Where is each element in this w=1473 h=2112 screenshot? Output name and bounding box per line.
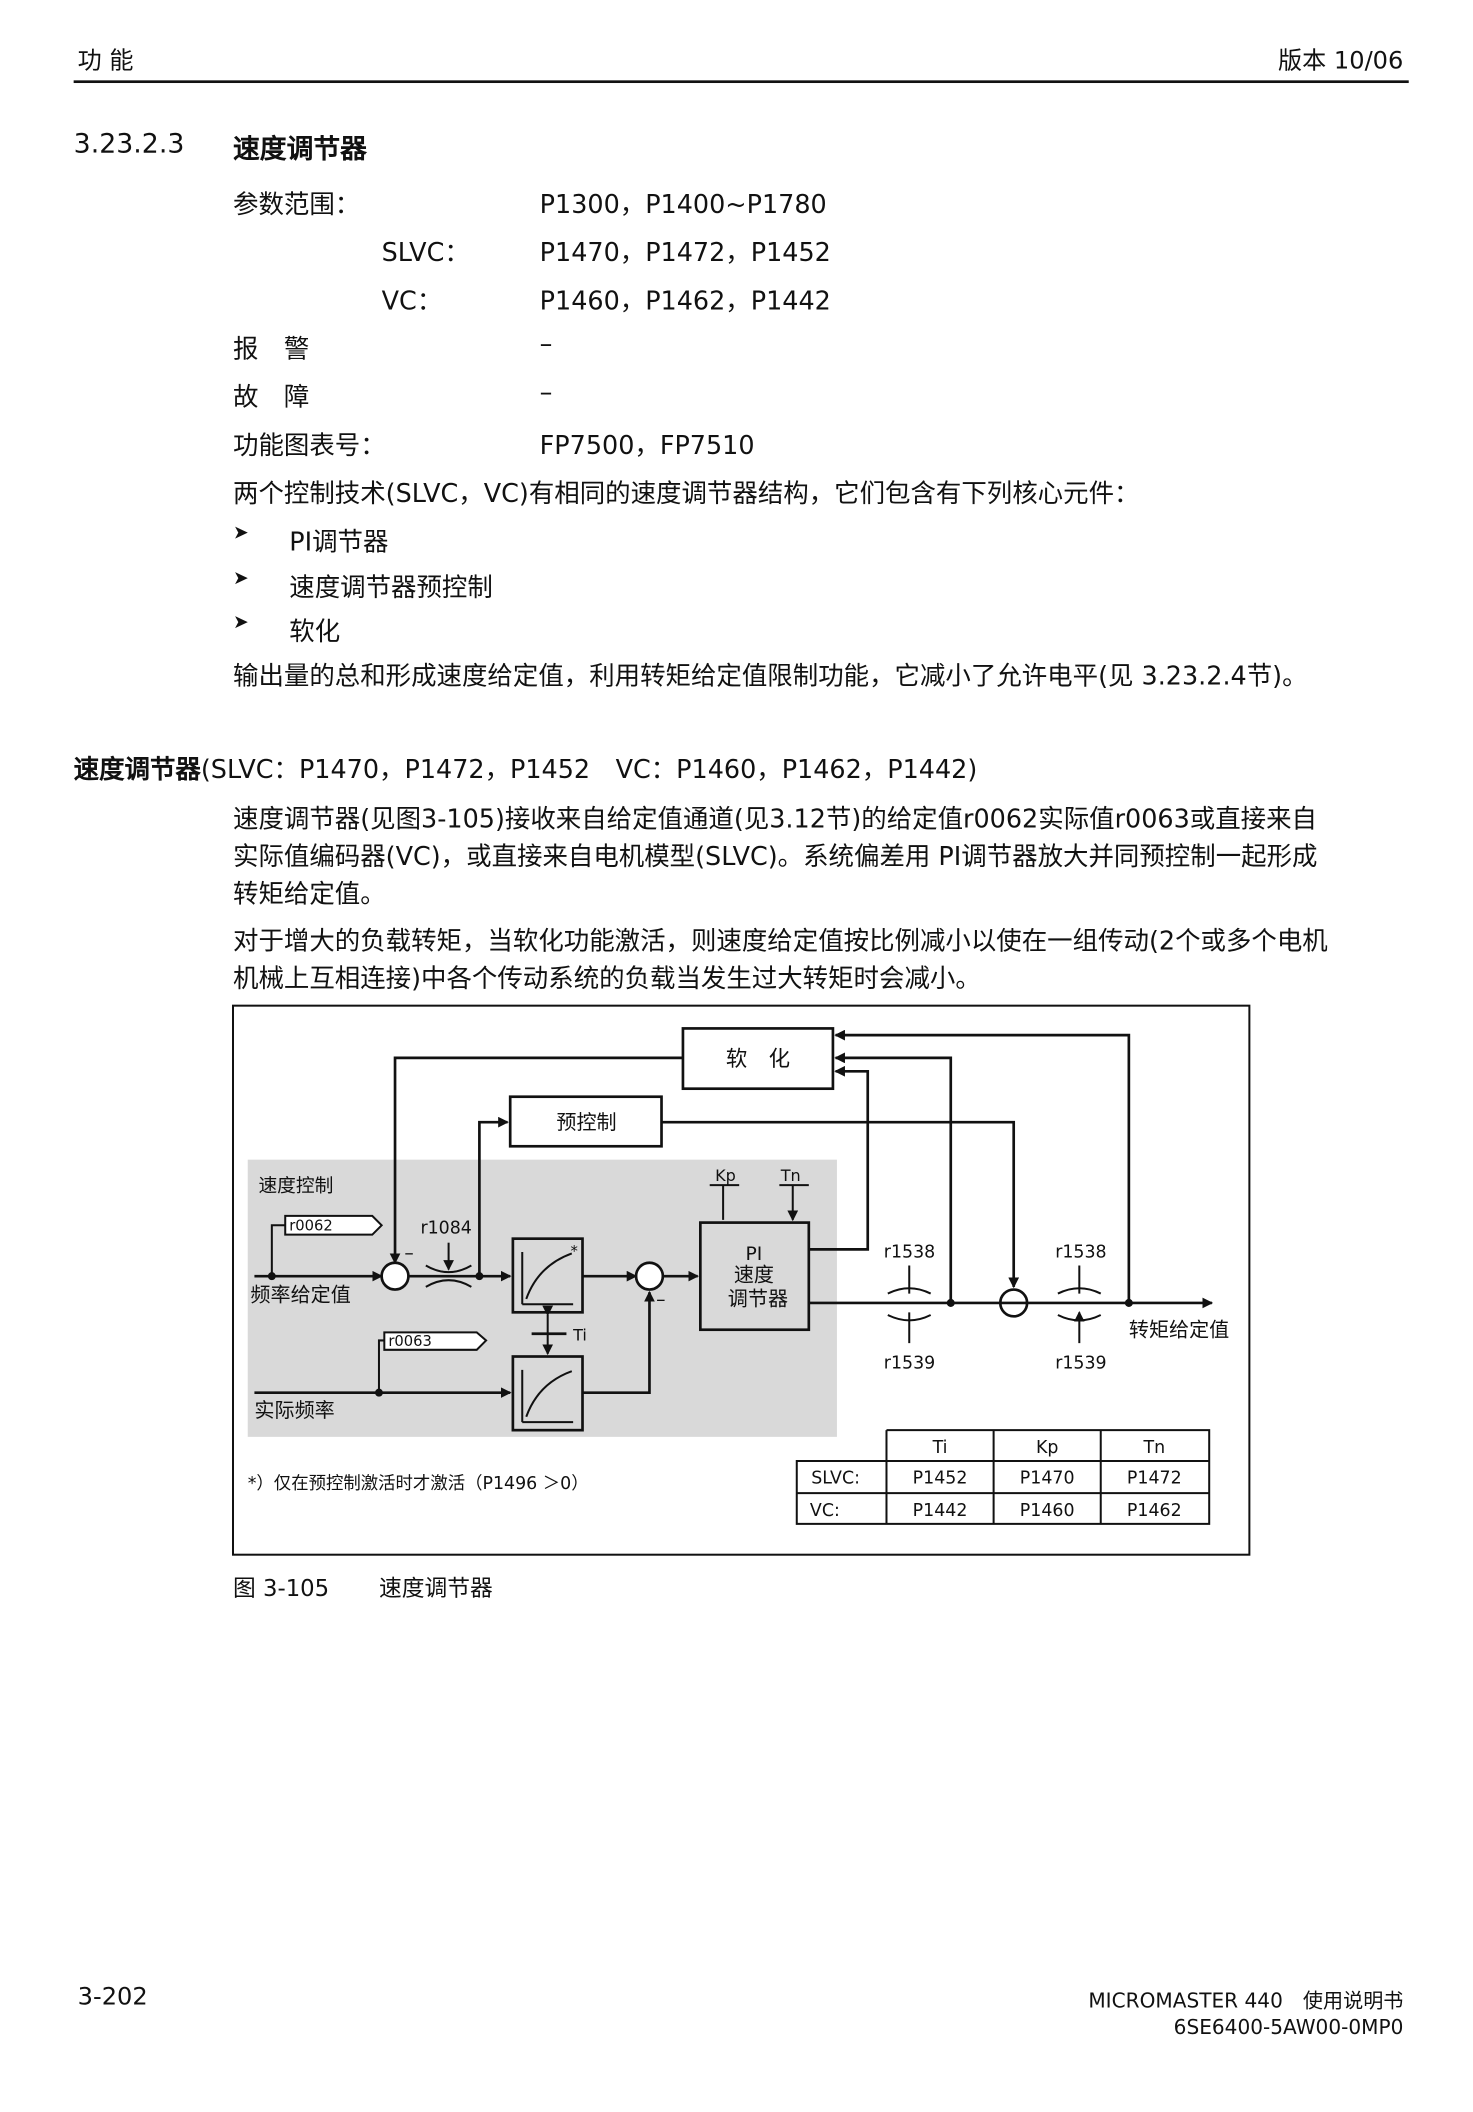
param-label: SLVC：	[381, 238, 470, 268]
subheading: 速度调节器(SLVC：P1470，P1472，P1452 VC：P1460，P1…	[74, 750, 978, 786]
freq-setpoint-label: 频率给定值	[250, 1283, 350, 1307]
minus-sign: –	[656, 1290, 665, 1311]
droop-label: 软 化	[726, 1047, 790, 1072]
figure-frame	[231, 1004, 1251, 1556]
arrowhead-bullet-icon: ➤	[233, 567, 249, 590]
speed-control-label: 速度控制	[258, 1176, 333, 1197]
precontrol-box	[508, 1095, 663, 1148]
paragraph-line: 速度调节器(见图3-105)接收来自给定值通道(见3.12节)的给定值r0062…	[233, 804, 1318, 835]
section-number: 3.23.2.3	[73, 127, 185, 160]
table-cell: SLVC:	[811, 1469, 860, 1489]
figure-number: 图 3-105	[233, 1576, 330, 1603]
subheading-rest: (SLVC：P1470，P1472，P1452 VC：P1460，P1462，P…	[200, 755, 978, 785]
r1538-label: r1538	[1055, 1242, 1106, 1262]
parameter-table	[795, 1429, 1211, 1525]
r0062-tag	[284, 1214, 384, 1236]
ti-label: Ti	[572, 1325, 587, 1344]
torque-setpoint-label: 转矩给定值	[1129, 1317, 1229, 1341]
table-cell: P1470	[1020, 1469, 1075, 1489]
bullet-item: PI调节器	[289, 527, 389, 558]
r1084-label: r1084	[420, 1218, 471, 1238]
arrowhead-bullet-icon: ➤	[233, 611, 249, 634]
star-mark: *	[570, 1243, 577, 1260]
r1539-label: r1539	[1055, 1354, 1106, 1374]
table-cell: P1472	[1127, 1469, 1182, 1489]
paragraph-line: 机械上互相连接)中各个传动系统的负载当发生过大转矩时会减小。	[233, 964, 981, 994]
minus-sign: –	[404, 1243, 413, 1264]
droop-box	[681, 1027, 835, 1091]
arrowhead-bullet-icon: ➤	[233, 522, 249, 544]
bullet-item: 软化	[289, 617, 341, 647]
table-header: Ti	[932, 1438, 948, 1458]
param-value: P1300，P1400~P1780	[539, 190, 827, 220]
param-label: VC：	[381, 286, 443, 317]
header-right: 版本 10/06	[1278, 46, 1404, 75]
table-cell: VC:	[810, 1501, 840, 1521]
table-header: Kp	[1036, 1438, 1058, 1458]
pi-label-3: 调节器	[728, 1287, 788, 1311]
r0063-tag	[383, 1331, 488, 1351]
page-number: 3-202	[77, 1983, 148, 2012]
r0062-label: r0062	[289, 1218, 333, 1235]
param-value: P1470，P1472，P1452	[539, 238, 831, 268]
param-label: 功能图表号：	[233, 431, 386, 461]
intro-text: 两个控制技术(SLVC，VC)有相同的速度调节器结构，它们包含有下列核心元件：	[233, 479, 1140, 509]
pi-label-1: PI	[745, 1244, 762, 1265]
table-cell: P1462	[1127, 1501, 1182, 1521]
summary-text: 输出量的总和形成速度给定值，利用转矩给定值限制功能，它减小了允许电平(见 3.2…	[233, 661, 1308, 691]
param-value: –	[539, 377, 553, 408]
section-title: 速度调节器	[233, 132, 367, 165]
pi-label-2: 速度	[734, 1263, 774, 1287]
header-rule	[73, 80, 1409, 84]
param-value: –	[539, 329, 553, 359]
ramp-box-2	[511, 1355, 584, 1432]
table-header: Tn	[1142, 1438, 1165, 1458]
param-value: FP7500，FP7510	[539, 431, 755, 461]
paragraph-line: 实际值编码器(VC)，或直接来自电机模型(SLVC)。系统偏差用 PI调节器放大…	[233, 842, 1318, 872]
param-label: 报 警	[233, 334, 310, 365]
footnote: *）仅在预控制激活时才激活（P1496 ＞0）	[248, 1474, 589, 1494]
paragraph-line: 转矩给定值。	[233, 879, 386, 910]
footer-product: MICROMASTER 440 使用说明书	[1088, 1988, 1404, 2013]
sum-junction-1	[380, 1261, 410, 1291]
paragraph-line: 对于增大的负载转矩，当软化功能激活，则速度给定值按比例减小以使在一组传动(2个或…	[233, 926, 1328, 957]
param-label: 故 障	[233, 382, 310, 413]
precontrol-label: 预控制	[556, 1110, 616, 1134]
r1538-label: r1538	[884, 1242, 935, 1262]
kp-label: Kp	[715, 1166, 736, 1185]
header-left: 功 能	[77, 46, 134, 75]
figure-title: 速度调节器	[378, 1576, 493, 1603]
table-cell: P1442	[913, 1501, 968, 1521]
r1539-label: r1539	[884, 1354, 935, 1374]
subheading-bold: 速度调节器	[73, 755, 201, 785]
ramp-box-1	[511, 1237, 584, 1314]
bullet-item: 速度调节器预控制	[289, 573, 493, 603]
tn-label: Tn	[780, 1166, 801, 1185]
pi-controller-box	[699, 1221, 811, 1332]
table-cell: P1452	[913, 1469, 968, 1489]
footer-code: 6SE6400-5AW00-0MP0	[1173, 2015, 1404, 2040]
param-value: P1460，P1462，P1442	[539, 286, 831, 317]
param-label: 参数范围：	[233, 190, 361, 220]
r0063-label: r0063	[388, 1333, 432, 1350]
actual-freq-label: 实际频率	[254, 1398, 334, 1422]
table-cell: P1460	[1020, 1501, 1075, 1521]
sum-junction-2	[634, 1261, 665, 1291]
